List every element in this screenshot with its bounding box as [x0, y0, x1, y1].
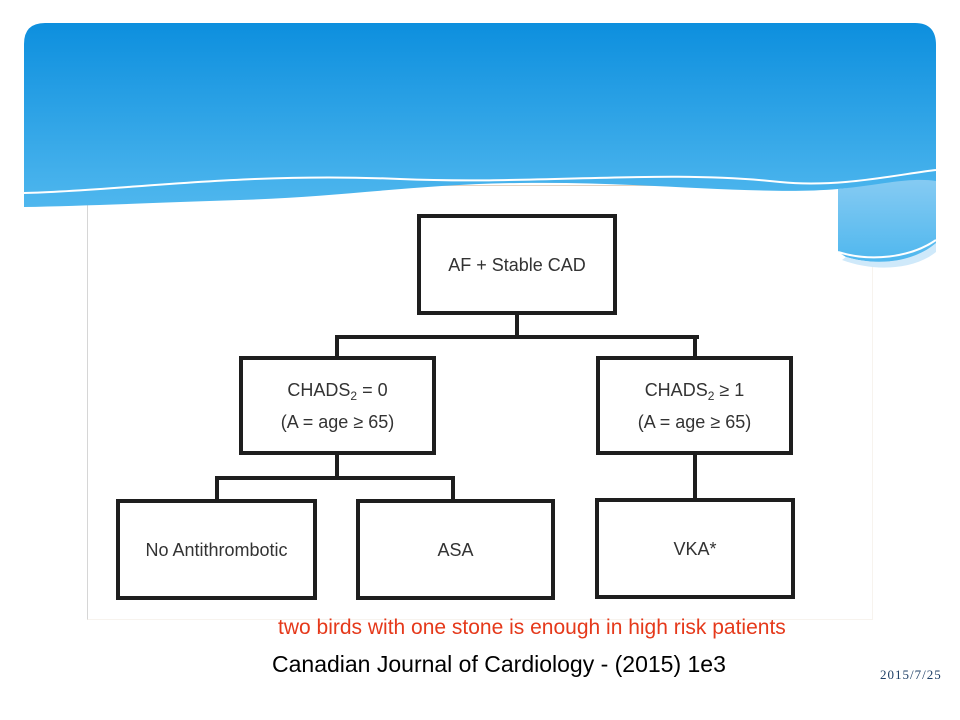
connector-to-chads0	[335, 339, 339, 356]
source-caption: Canadian Journal of Cardiology - (2015) …	[272, 651, 726, 677]
connector-level1-crossbar	[335, 335, 699, 339]
connector-level2-crossbar	[215, 476, 455, 480]
box-label-line1: CHADS2 = 0	[287, 379, 388, 403]
connector-to-asa	[451, 480, 455, 499]
connector-to-noantithrombotic	[215, 480, 219, 499]
connector-to-chads1	[693, 339, 697, 356]
box-label-line2: (A = age ≥ 65)	[637, 411, 752, 432]
flowchart-box-af-stable-cad: AF + Stable CAD	[417, 214, 617, 315]
subscript-2: 2	[707, 388, 715, 403]
subscript-2: 2	[350, 388, 358, 403]
box-label-line1: CHADS2 ≥ 1	[644, 379, 745, 403]
flowchart-box-chads2-0: CHADS2 = 0 (A = age ≥ 65)	[239, 356, 436, 455]
box-label: VKA*	[673, 538, 717, 559]
flowchart-box-vka: VKA*	[595, 498, 795, 599]
connector-chads0-stem	[335, 455, 339, 478]
box-label: AF + Stable CAD	[448, 254, 586, 275]
connector-root-stem	[515, 315, 519, 339]
flowchart-box-asa: ASA	[356, 499, 555, 600]
annotation-high-risk-note: two birds with one stone is enough in hi…	[278, 616, 786, 639]
flowchart-box-no-antithrombotic: No Antithrombotic	[116, 499, 317, 600]
connector-to-vka	[693, 455, 697, 498]
flowchart-box-chads2-ge1: CHADS2 ≥ 1 (A = age ≥ 65)	[596, 356, 793, 455]
box-label: No Antithrombotic	[145, 539, 288, 560]
box-label: ASA	[437, 539, 474, 560]
box-label-line2: (A = age ≥ 65)	[280, 411, 395, 432]
date-stamp: 2015/7/25	[880, 667, 942, 682]
